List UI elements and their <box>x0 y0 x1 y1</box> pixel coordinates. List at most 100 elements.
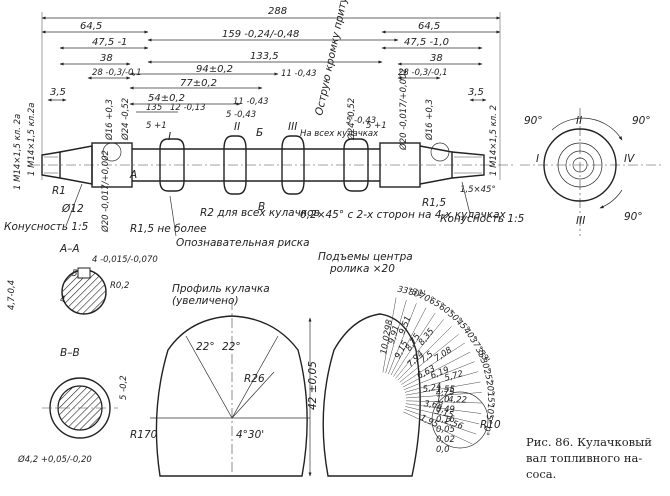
caption-line-2: вал топливного на- <box>526 451 642 465</box>
section-mark-B: Б <box>256 127 263 139</box>
thread-left-b: 1 M14×1,5 кл.2а <box>27 103 37 177</box>
roman-numeral-III: III <box>288 121 297 133</box>
left-dim-135: 135 <box>146 103 162 113</box>
section-aa-dim-4b: 4 <box>60 295 65 305</box>
lift-diagram: Подъемы центра ролика ×20 33°31'10,02988… <box>318 251 501 477</box>
diameter-16-left: Ø16 +0,3 <box>104 99 115 141</box>
lifts-subtitle: ролика ×20 <box>329 263 395 275</box>
profile-height: 42 ±0,05 <box>307 361 319 410</box>
left-dim-54: 54±0,2 <box>148 93 185 104</box>
radius-R15: R1,5 <box>422 197 446 209</box>
left-dim-28: 28 -0,3/-0,1 <box>92 68 142 78</box>
left-dim-38: 38 <box>100 53 113 64</box>
center-dim-5-b: 5 -0,43 <box>346 116 376 126</box>
center-dim-159: 159 -0,24/-0,48 <box>222 29 299 40</box>
section-aa-dim-5: 5 <box>72 269 77 279</box>
caption: Рис. 86. Кулачковый вал топливного на- с… <box>526 435 652 481</box>
lift-ray <box>402 351 471 388</box>
end-view-numeral-III: III <box>576 215 585 227</box>
lift-angle-label: 15° <box>485 391 496 407</box>
note-cone-left: Конусность 1:5 <box>4 221 89 233</box>
caption-line-1: Рис. 86. Кулачковый <box>526 435 652 449</box>
profile-title: Профиль кулачка <box>172 283 270 295</box>
profile-radius-r170: R170 <box>130 429 158 441</box>
lift-value-label: 7,08 <box>433 345 455 364</box>
section-aa-dim-47: 4,7-0,4 <box>7 280 17 310</box>
profile-subtitle: (увеличено) <box>172 295 239 307</box>
cam-4 <box>343 138 369 192</box>
thread-right: 1 M14×1,5 кл. 2 <box>489 105 499 176</box>
end-view: 90° 90° 90° II I IV III <box>520 108 662 236</box>
lift-angle-label: 5° <box>483 414 494 425</box>
section-mark-A: А <box>129 169 137 181</box>
lift-ray <box>397 326 452 381</box>
section-aa-title: А–А <box>59 243 80 255</box>
note-fillet: R1,5 не более <box>130 223 207 235</box>
cam-3 <box>281 135 305 195</box>
overall-length-label: 288 <box>268 6 287 17</box>
note-chamfer: 0,2×45° с 2-х сторон на 4-х кулачках <box>300 209 507 221</box>
diameter-20-right: Ø20 -0,017/+0,002 <box>398 68 409 151</box>
note-reference-mark: Опознавательная риска <box>176 237 310 249</box>
lift-ray <box>393 312 436 377</box>
lift-ray <box>385 299 407 374</box>
left-dim-12: 12 -0,13 <box>170 103 206 113</box>
lift-angle-label: 20° <box>483 380 495 397</box>
diameter-24-left: Ø24 -0,52 <box>120 98 131 141</box>
right-dimension-chain: 64,5 47,5 -1,0 38 28 -0,3/-0,1 3,5 5 +1 <box>366 21 501 131</box>
lift-ray <box>404 408 477 435</box>
lift-ray <box>382 297 397 373</box>
lift-extra-value: 1,0 <box>436 395 450 405</box>
lift-ray <box>390 307 427 376</box>
center-dim-11-a: 11 -0,43 <box>233 97 269 107</box>
section-bb-diameter: Ø4,2 +0,05/-0,20 <box>17 454 92 465</box>
lifts-endpoint: R10 <box>480 419 501 431</box>
lift-ray <box>404 371 479 393</box>
right-dim-47-5: 47,5 -1,0 <box>404 37 449 48</box>
diameter-24-right: Ø24 -0,52 <box>346 98 357 141</box>
left-dim-47-5: 47,5 -1 <box>92 37 127 48</box>
lift-extra-value: 0,0 <box>436 445 450 455</box>
lift-angle-label: 80° <box>407 287 424 301</box>
right-dim-38: 38 <box>430 53 443 64</box>
lift-value-label: 5,24 <box>422 382 442 395</box>
end-view-angle-1: 90° <box>524 115 543 127</box>
camshaft: I II III А Б В R1 R1,5 Ø12 <box>30 121 515 215</box>
section-aa: А–А 4 -0,015/-0,070 R0,2 5 4 4,7-0,4 <box>7 243 158 315</box>
lift-extra-value: 1,55 <box>436 385 455 395</box>
lift-value-label: 5,72 <box>443 369 464 384</box>
section-bb-dim-5: 5 -0,2 <box>119 375 129 400</box>
lift-ray <box>401 342 466 385</box>
profile-angle-left: 22° <box>196 341 215 353</box>
left-dim-5: 5 +1 <box>146 121 167 131</box>
lift-ray <box>405 406 480 425</box>
profile-radius-r26: R26 <box>244 373 265 385</box>
left-dimension-chain: 64,5 47,5 -1 38 28 -0,3/-0,1 3,5 135 12 … <box>41 21 279 131</box>
end-view-angle-2: 90° <box>632 115 651 127</box>
lift-value-label: 4,22 <box>448 395 467 406</box>
cam-profile: Профиль кулачка (увеличено) 22° 22° 4°30… <box>130 283 319 477</box>
radius-R1: R1 <box>52 185 66 197</box>
end-view-numeral-I: I <box>536 153 539 165</box>
overall-dimension: 288 <box>41 6 501 180</box>
center-dim-5-a: 5 -0,43 <box>226 110 256 120</box>
lift-ray <box>405 400 482 404</box>
lift-angle-label: 33°31' <box>397 285 427 300</box>
diameter-20-left: Ø20 -0,017/+0,002 <box>100 150 111 233</box>
lift-value-label: 9,51 <box>397 315 413 336</box>
lift-value-label: 4,75 <box>435 387 455 398</box>
lift-ray <box>403 411 473 445</box>
cam-2 <box>223 135 247 195</box>
note-all-cams: На всех кулачках <box>300 129 379 139</box>
note-cam-radius: R2 для всех кулачков <box>200 207 320 219</box>
lift-rays: 33°31'10,029880°9,9170°9,5165°9,1560°8,7… <box>379 285 496 455</box>
center-dimension-chain: 133,5 159 -0,24/-0,48 11 -0,43 11 -0,43 … <box>147 29 399 126</box>
lift-value-label: 9,91 <box>387 324 402 345</box>
roman-numeral-I: I <box>168 131 171 143</box>
lift-ray <box>388 303 417 375</box>
end-view-numeral-IV: IV <box>624 153 635 165</box>
section-aa-dim-4: 4 -0,015/-0,070 <box>92 255 158 265</box>
diameter-16-right: Ø16 +0,3 <box>424 99 435 141</box>
roman-numeral-II: II <box>234 121 240 133</box>
